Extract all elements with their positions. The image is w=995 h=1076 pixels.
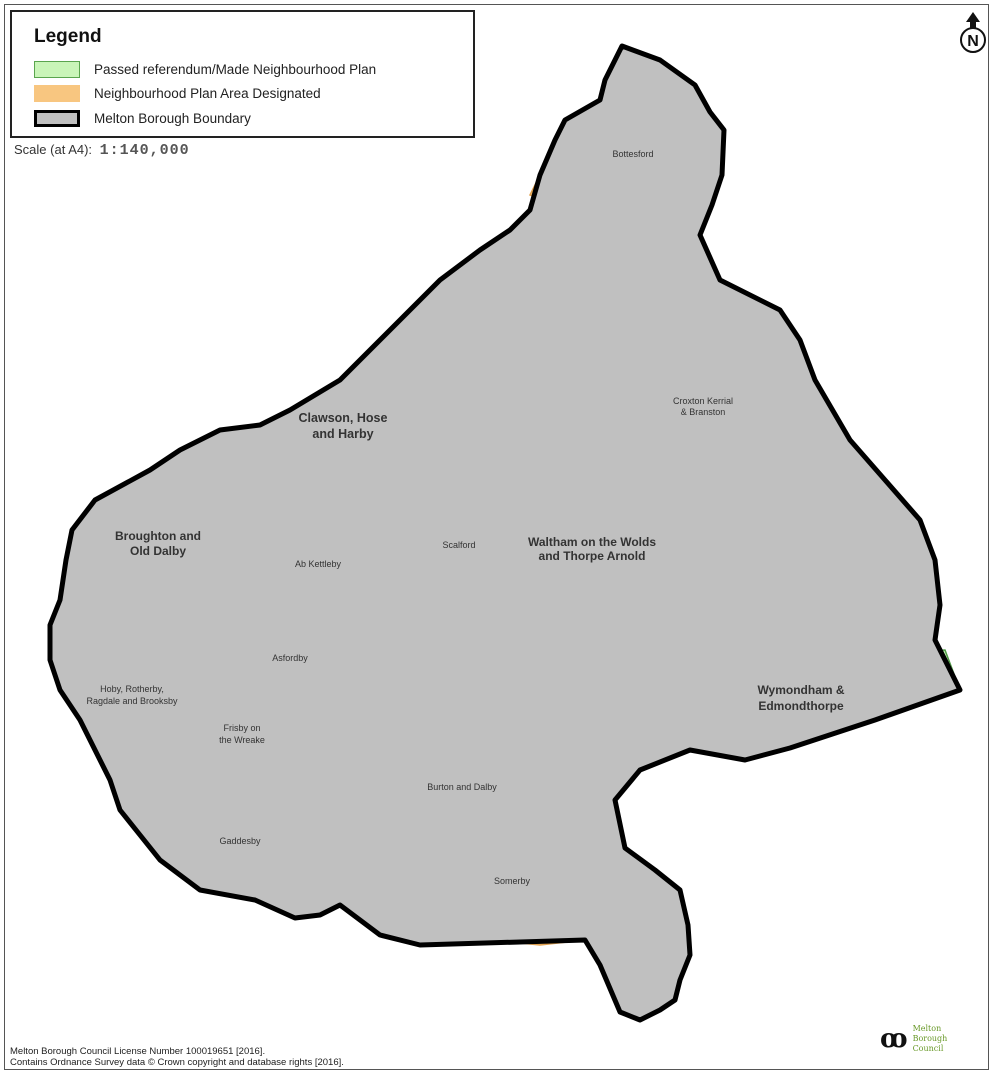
label-hoby-line1: Hoby, Rotherby, <box>100 684 164 694</box>
label-burton-dalby: Burton and Dalby <box>427 782 497 792</box>
label-bottesford: Bottesford <box>612 149 653 159</box>
council-logo-mark: ꝏ <box>880 1024 908 1054</box>
legend-item-designated: Neighbourhood Plan Area Designated <box>34 83 321 103</box>
label-somerby: Somerby <box>494 876 531 886</box>
council-logo: ꝏ Melton Borough Council <box>880 1024 947 1054</box>
label-clawson-line2: and Harby <box>312 427 373 441</box>
legend-label-designated: Neighbourhood Plan Area Designated <box>94 85 321 101</box>
legend-label-made: Passed referendum/Made Neighbourhood Pla… <box>94 61 377 77</box>
legend-swatch-made <box>34 60 80 78</box>
legend-item-boundary: Melton Borough Boundary <box>34 108 251 128</box>
north-arrow-icon: N <box>960 12 986 53</box>
legend-title: Legend <box>34 26 102 47</box>
attribution-line1: Melton Borough Council License Number 10… <box>10 1046 266 1057</box>
scale-label: Scale (at A4): <box>14 142 93 157</box>
attribution-line2: Contains Ordnance Survey data © Crown co… <box>10 1057 344 1068</box>
north-letter: N <box>967 33 979 50</box>
label-frisby-line2: the Wreake <box>219 735 265 745</box>
label-croxton-line1: Croxton Kerrial <box>673 396 733 406</box>
label-broughton-line2: Old Dalby <box>130 544 186 558</box>
logo-line1: Melton <box>912 1024 942 1033</box>
map-frame <box>4 4 989 1070</box>
legend-swatch-boundary <box>34 109 80 127</box>
label-waltham-line2: and Thorpe Arnold <box>539 549 646 563</box>
logo-line3: Council <box>912 1044 944 1053</box>
attribution-text: Melton Borough Council License Number 10… <box>10 1046 344 1068</box>
legend-swatch-designated <box>34 84 80 102</box>
label-wymondham-line1: Wymondham & <box>757 683 844 697</box>
logo-line2: Borough <box>912 1034 948 1043</box>
legend-label-boundary: Melton Borough Boundary <box>94 110 251 126</box>
region-labels: Bottesford Clawson, Hose and Harby Croxt… <box>86 149 844 886</box>
label-croxton-line2: & Branston <box>681 407 726 417</box>
label-ab-kettleby: Ab Kettleby <box>295 559 342 569</box>
label-wymondham-line2: Edmondthorpe <box>758 699 844 713</box>
label-hoby-line2: Ragdale and Brooksby <box>86 696 178 706</box>
legend-item-made: Passed referendum/Made Neighbourhood Pla… <box>34 59 376 79</box>
map-legend: Legend Passed referendum/Made Neighbourh… <box>10 10 475 138</box>
council-logo-text: Melton Borough Council <box>913 1024 948 1054</box>
label-clawson-line1: Clawson, Hose <box>299 411 388 425</box>
label-waltham-line1: Waltham on the Wolds <box>528 535 656 549</box>
map-scale: Scale (at A4): 1:140,000 <box>14 142 190 159</box>
label-frisby-line1: Frisby on <box>223 723 260 733</box>
label-broughton-line1: Broughton and <box>115 529 201 543</box>
label-scalford: Scalford <box>442 540 475 550</box>
label-gaddesby: Gaddesby <box>219 836 261 846</box>
scale-value: 1:140,000 <box>99 142 190 159</box>
label-asfordby: Asfordby <box>272 653 308 663</box>
